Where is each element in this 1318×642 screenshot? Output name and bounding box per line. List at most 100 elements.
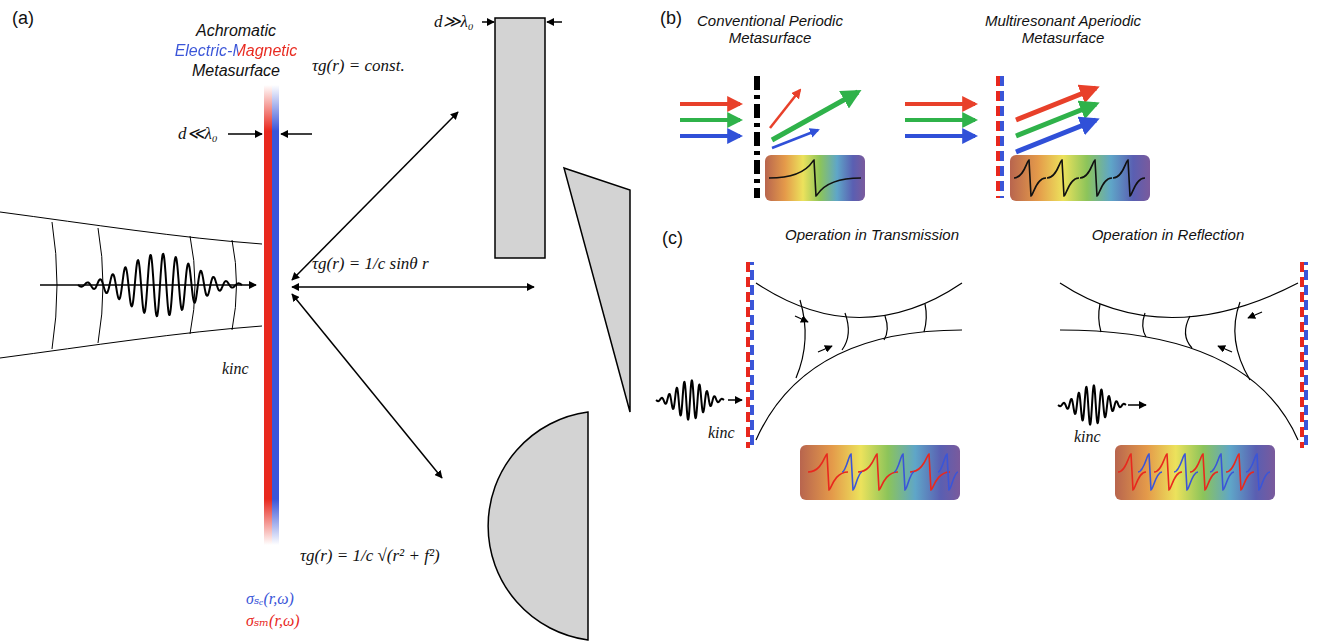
resonance-curve bbox=[1246, 454, 1270, 490]
resonance-curve bbox=[858, 454, 898, 490]
figure-part bbox=[905, 102, 975, 106]
panel-letter: (c) bbox=[662, 228, 683, 249]
figure-part bbox=[772, 92, 858, 140]
spectrum-box bbox=[1115, 445, 1275, 500]
resonance-curve bbox=[1138, 454, 1162, 490]
figure-part bbox=[1218, 346, 1232, 352]
magnetic-layer bbox=[272, 85, 279, 545]
figure-part bbox=[547, 21, 562, 23]
figure-part bbox=[1060, 283, 1298, 318]
aperiodic-electric bbox=[996, 76, 1000, 198]
figure-part bbox=[795, 316, 808, 322]
resonance-curve bbox=[1118, 454, 1146, 490]
title-line: Metasurface bbox=[192, 62, 280, 80]
equivalence-arrows bbox=[292, 112, 534, 478]
resonance-curve bbox=[1174, 454, 1198, 490]
figure-part bbox=[292, 294, 442, 478]
dispersed-arrows bbox=[770, 90, 858, 148]
figure-part bbox=[0, 326, 262, 358]
achromatic-arrows bbox=[1016, 88, 1096, 152]
figure-part bbox=[884, 316, 887, 340]
figure-part bbox=[281, 133, 312, 135]
panel-letter: (a) bbox=[12, 8, 34, 29]
gaussian-beam bbox=[0, 212, 262, 358]
transmitted-wavefronts bbox=[756, 283, 962, 440]
figure-part bbox=[1016, 88, 1096, 120]
resonance-curve bbox=[1154, 454, 1182, 490]
transmitted-arrows bbox=[795, 316, 832, 352]
figure-part bbox=[1235, 302, 1250, 380]
figure-part bbox=[772, 130, 818, 148]
resonance-curve bbox=[1080, 160, 1112, 196]
figure-part bbox=[292, 286, 534, 288]
metasurface-transmission bbox=[746, 262, 750, 448]
spectrum-box bbox=[1010, 155, 1150, 201]
figure-part bbox=[680, 118, 740, 122]
electric-layer bbox=[264, 85, 272, 545]
figure-part bbox=[0, 212, 262, 244]
resonance-curves bbox=[769, 160, 1270, 490]
figure-part bbox=[680, 134, 740, 138]
delay-formula: τg(r) = const. bbox=[312, 56, 405, 76]
resonance-curve bbox=[1014, 160, 1046, 196]
wave-pulse bbox=[1058, 385, 1126, 424]
figure-part bbox=[1099, 304, 1101, 332]
figure-part bbox=[1248, 312, 1262, 318]
periodic-metasurface bbox=[754, 76, 760, 198]
wavevector-label: kinc bbox=[708, 424, 735, 442]
metasurface-transmission bbox=[750, 262, 754, 448]
figure-part bbox=[1016, 120, 1096, 152]
figure-part bbox=[818, 346, 832, 352]
wave-pulse bbox=[656, 380, 724, 419]
thick-slab bbox=[495, 18, 545, 258]
metasurface-reflection bbox=[1300, 262, 1304, 448]
reflected-wavefronts bbox=[1060, 283, 1298, 440]
resonance-curve bbox=[938, 454, 958, 490]
figure-part bbox=[905, 118, 975, 122]
resonance-curve bbox=[1210, 454, 1234, 490]
figure-part bbox=[770, 90, 800, 128]
aperiodic-magnetic bbox=[1000, 76, 1004, 198]
thickness-label: d≫λ₀ bbox=[434, 12, 474, 32]
surface-conductivity: σₛₑ(r,ω) bbox=[246, 590, 294, 608]
delay-formula: τg(r) = 1/c sinθ r bbox=[312, 254, 429, 274]
panel-letter: (b) bbox=[660, 8, 682, 29]
figure-part bbox=[756, 330, 962, 440]
spectrum-box bbox=[765, 155, 865, 201]
lens bbox=[488, 412, 588, 640]
panel-heading: Operation in Reflection bbox=[1092, 226, 1245, 243]
resonance-curve bbox=[1047, 160, 1079, 196]
figure-part bbox=[924, 304, 926, 332]
figure-part bbox=[1016, 104, 1096, 136]
figure-part bbox=[680, 102, 740, 106]
figure-part bbox=[905, 134, 975, 138]
figure-part bbox=[1060, 330, 1298, 440]
resonance-curve bbox=[842, 454, 862, 490]
incident-arrow bbox=[1128, 404, 1146, 406]
wavevector-label: kinc bbox=[1074, 428, 1101, 446]
title-line: Achromatic bbox=[196, 22, 276, 40]
resonance-curve bbox=[769, 160, 861, 196]
wave-pulse bbox=[78, 254, 242, 316]
figure-part bbox=[1185, 316, 1192, 348]
figure-part bbox=[1143, 313, 1146, 337]
title-line: Electric-Magnetic bbox=[175, 42, 298, 60]
figure-part bbox=[292, 112, 458, 280]
spectrum-box bbox=[800, 445, 960, 500]
figure-part bbox=[842, 313, 848, 350]
reflected-arrows bbox=[1218, 312, 1262, 352]
figure-part bbox=[796, 300, 805, 378]
resonance-curve bbox=[1226, 454, 1254, 490]
resonance-curve bbox=[894, 454, 914, 490]
panel-heading: Conventional Periodic Metasurface bbox=[680, 12, 860, 47]
resonance-curve bbox=[1113, 160, 1145, 196]
figure-part bbox=[482, 21, 494, 23]
prism bbox=[564, 168, 630, 412]
incident-arrow bbox=[728, 399, 742, 401]
panel-heading: Multiresonant Aperiodic Metasurface bbox=[968, 12, 1158, 47]
panel-heading: Operation in Transmission bbox=[785, 226, 959, 243]
thickness-label: d≪λ₀ bbox=[178, 124, 218, 144]
